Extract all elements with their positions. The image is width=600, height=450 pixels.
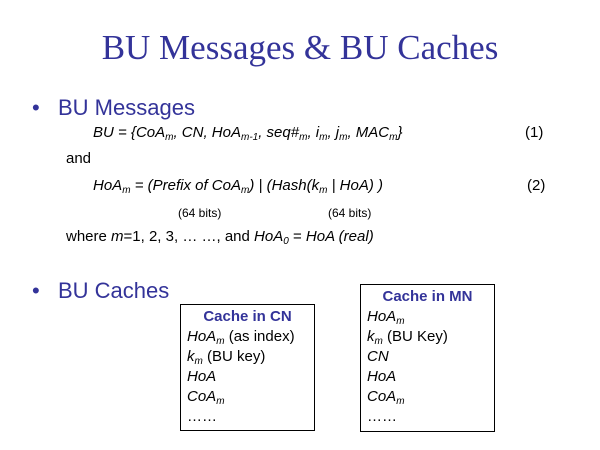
text-segment: HoA bbox=[367, 308, 397, 325]
subscript: 0 bbox=[283, 236, 289, 247]
cache-field: HoAm bbox=[367, 307, 488, 327]
subscript: m bbox=[299, 132, 308, 143]
text-segment: (as index) bbox=[224, 328, 295, 345]
cache-field: CoAm bbox=[367, 387, 488, 407]
cache-field: HoAm (as index) bbox=[187, 327, 308, 347]
subscript: m bbox=[165, 132, 174, 143]
cache-field: km (BU key) bbox=[187, 347, 308, 367]
bullet-icon: • bbox=[32, 278, 40, 303]
text-segment: CoA bbox=[367, 388, 397, 405]
text-segment: , seq# bbox=[258, 124, 300, 141]
text-segment: …… bbox=[367, 408, 397, 425]
cache-in-cn-title: Cache in CN bbox=[203, 308, 292, 325]
text-segment: HoA (real) bbox=[305, 228, 374, 245]
and-text: and bbox=[66, 150, 92, 167]
equation-1-number: (1) bbox=[525, 124, 544, 141]
text-segment: , MAC bbox=[347, 124, 390, 141]
text-segment: HoA bbox=[187, 368, 217, 385]
text-segment: ) | (Hash(k bbox=[249, 177, 320, 194]
subscript: m bbox=[396, 316, 405, 327]
text-segment: , j bbox=[327, 124, 340, 141]
text-segment: = bbox=[288, 228, 306, 245]
text-segment: HoA bbox=[93, 177, 123, 194]
subscript: m-1 bbox=[240, 132, 259, 143]
text-segment: , CN, HoA bbox=[173, 124, 241, 141]
text-segment: HoA bbox=[254, 228, 284, 245]
slide-title: BU Messages & BU Caches bbox=[101, 28, 499, 67]
equation-2-number: (2) bbox=[527, 177, 546, 194]
equation-1: BU = {CoAm, CN, HoAm-1, seq#m, im, jm, M… bbox=[93, 124, 403, 143]
subscript: m bbox=[389, 132, 398, 143]
text-segment: k bbox=[367, 328, 375, 345]
cache-field: CoAm bbox=[187, 387, 308, 407]
subscript: m bbox=[194, 356, 203, 367]
cache-field: CN bbox=[367, 347, 488, 367]
subscript: m bbox=[241, 185, 250, 196]
bits-label-prefix: (64 bits) bbox=[178, 206, 222, 220]
subscript: m bbox=[374, 336, 383, 347]
subscript: m bbox=[396, 396, 405, 407]
cache-field: …… bbox=[367, 407, 488, 427]
cache-in-cn-box: Cache in CN HoAm (as index)km (BU key)Ho… bbox=[180, 304, 315, 431]
text-segment: BU = {CoA bbox=[93, 124, 166, 141]
text-segment: m bbox=[111, 228, 124, 245]
subscript: m bbox=[339, 132, 348, 143]
text-segment: CoA bbox=[187, 388, 217, 405]
bullet-bu-caches: BU Caches bbox=[58, 278, 170, 303]
subscript: m bbox=[216, 396, 225, 407]
text-segment: | HoA) ) bbox=[327, 177, 383, 194]
subscript: m bbox=[319, 185, 328, 196]
bullet-bu-messages: BU Messages bbox=[58, 95, 195, 120]
cache-field: km (BU Key) bbox=[367, 327, 488, 347]
subscript: m bbox=[122, 185, 131, 196]
subscript: m bbox=[216, 336, 225, 347]
text-segment: (BU key) bbox=[202, 348, 266, 365]
text-segment: k bbox=[187, 348, 195, 365]
text-segment: …… bbox=[187, 408, 217, 425]
bullet-icon: • bbox=[32, 95, 40, 120]
text-segment: where bbox=[66, 228, 112, 245]
text-segment: (BU Key) bbox=[382, 328, 448, 345]
text-segment: = (Prefix of CoA bbox=[130, 177, 241, 194]
cache-in-mn-title: Cache in MN bbox=[382, 288, 473, 305]
cache-field: …… bbox=[187, 407, 308, 427]
cache-field: HoA bbox=[187, 367, 308, 387]
subscript: m bbox=[319, 132, 328, 143]
text-segment: } bbox=[397, 124, 403, 141]
equation-2: HoAm = (Prefix of CoAm) | (Hash(km | HoA… bbox=[93, 177, 383, 196]
text-segment: HoA bbox=[367, 368, 397, 385]
text-segment: HoA bbox=[187, 328, 217, 345]
text-segment: CN bbox=[367, 348, 389, 365]
where-clause: where m=1, 2, 3, … …, and HoA0 = HoA (re… bbox=[66, 228, 374, 247]
bits-label-hash: (64 bits) bbox=[328, 206, 372, 220]
text-segment: =1, 2, 3, … …, and bbox=[123, 228, 255, 245]
cache-field: HoA bbox=[367, 367, 488, 387]
text-segment: , i bbox=[307, 124, 320, 141]
